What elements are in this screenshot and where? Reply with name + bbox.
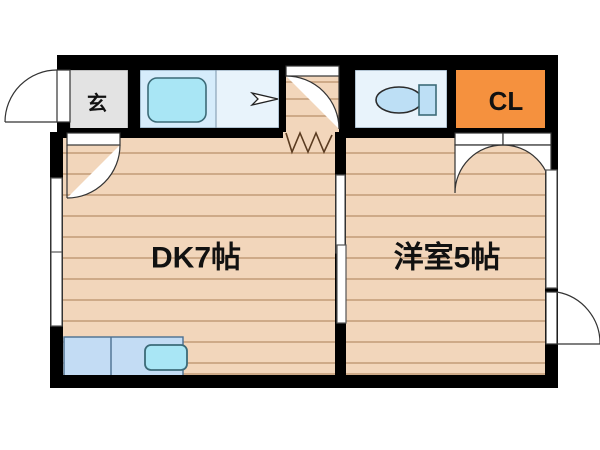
room-partition-door[interactable] [335,174,347,324]
closet-door-left-swing-arc [454,144,504,194]
room-label-genkan: 玄 [87,91,107,115]
closet-door-right-panel[interactable] [502,132,552,146]
closet-doors[interactable] [454,132,552,194]
balcony-door-panel[interactable] [545,291,558,345]
genkan-inner-door[interactable] [66,132,121,199]
room-label-bedroom: 洋室5帖 [394,241,501,275]
genkan-inner-door-panel[interactable] [66,132,121,146]
balcony-door-swing-arc [556,291,600,344]
room-label-closet: CL [489,86,524,116]
right-window-frame[interactable] [545,169,558,289]
room-label-dk: DK7帖 [151,242,241,275]
closet-door-left-panel[interactable] [454,132,504,146]
bathtub [147,77,207,123]
toilet-tank [418,84,437,116]
partition-slider-panel-b[interactable] [336,244,347,324]
genkan-inner-door-swing-arc [66,144,121,199]
wall-top [57,55,558,70]
wall-wetband-bottom-left [63,128,283,138]
entrance-door-panel[interactable] [56,69,71,123]
washroom-window-arrow-icon [249,91,279,107]
balcony-door[interactable] [545,291,600,345]
partition-slider-panel-a[interactable] [335,174,346,254]
toilet-bowl [375,86,423,114]
bath-door[interactable] [285,65,340,130]
wall-washroom-corridor [279,66,286,132]
right-window[interactable] [545,169,558,289]
corridor-opening-zigzag-icon [285,130,333,155]
entrance-door[interactable] [4,69,71,123]
wall-corridor-toilet [339,66,355,132]
wall-bottom [50,375,558,388]
left-window[interactable] [50,177,63,327]
wall-toilet-closet [447,66,456,128]
bath-door-panel[interactable] [285,65,340,77]
genkan-area [69,69,129,133]
entrance-door-swing-arc [4,69,58,123]
closet-area [455,70,555,128]
wall-wetband-bottom-right [342,128,558,138]
bath-door-swing-arc [285,75,340,130]
kitchen-sink [144,344,188,371]
wall-genkan-bath [128,66,140,132]
